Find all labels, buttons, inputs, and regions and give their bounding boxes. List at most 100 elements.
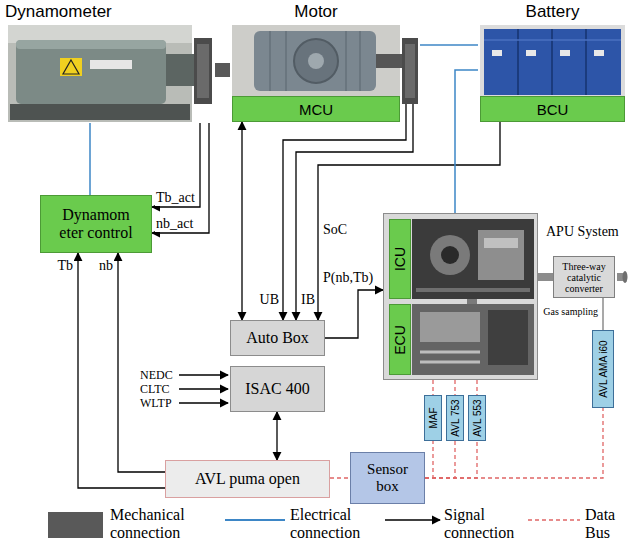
coupling-face bbox=[197, 44, 209, 98]
control-box: Dynamom eter control bbox=[40, 195, 152, 253]
legend-swatch bbox=[48, 512, 103, 538]
apu-ground bbox=[384, 214, 537, 379]
machine-base bbox=[10, 104, 190, 120]
node-label: MAF bbox=[428, 407, 439, 428]
exhaust-pipe bbox=[538, 273, 553, 281]
controller-band: ICU bbox=[389, 219, 411, 299]
photo-ground bbox=[8, 25, 192, 122]
software-box: AVL puma open bbox=[165, 460, 330, 498]
node-label: ECU bbox=[392, 325, 408, 355]
signal-arrow bbox=[241, 122, 242, 320]
apu-fill bbox=[384, 214, 537, 379]
legend-text: Mechanical connection bbox=[110, 506, 198, 542]
signal-arrow bbox=[325, 290, 383, 338]
analyzer-box: AVL AMA i60 bbox=[592, 330, 614, 408]
engine-shaft bbox=[467, 299, 477, 304]
motor-body bbox=[254, 31, 376, 91]
battery-cabinet bbox=[484, 29, 621, 95]
cabinet-rail bbox=[484, 39, 621, 41]
dynamometer-photo bbox=[8, 25, 194, 122]
engine-block bbox=[488, 310, 528, 365]
signal-arrow bbox=[152, 123, 200, 207]
cabinet-tag bbox=[594, 50, 604, 56]
process-box: ISAC 400 bbox=[230, 366, 325, 412]
engine-hub bbox=[441, 246, 459, 264]
engine-block bbox=[478, 230, 524, 280]
node-label: MCU bbox=[299, 101, 333, 118]
controller-band: BCU bbox=[480, 96, 625, 122]
signal-name: Gas sampling bbox=[542, 306, 599, 317]
photo-ground bbox=[480, 25, 625, 96]
system-box: APU SystemICUECU bbox=[383, 213, 538, 380]
cabinet-doors bbox=[518, 29, 586, 95]
legend-line bbox=[528, 519, 580, 520]
signal-name: P(nb,Tb) bbox=[322, 270, 374, 286]
signal-name: nb_act bbox=[155, 216, 194, 232]
engine-manifold bbox=[420, 312, 480, 342]
coupling-block bbox=[402, 38, 418, 104]
node-label: AVL 553 bbox=[472, 399, 483, 436]
photo-box: BatteryBCU bbox=[478, 2, 625, 123]
motor-ribs bbox=[270, 31, 360, 91]
engine-cover bbox=[484, 238, 518, 248]
motor-end-plate bbox=[294, 39, 338, 83]
node-label: Auto Box bbox=[246, 329, 309, 347]
mechanical-shaft bbox=[215, 63, 230, 77]
sampling-line bbox=[602, 298, 604, 330]
electrical-wire bbox=[89, 123, 91, 195]
photo-box: MotorMCU bbox=[230, 2, 420, 123]
node-label: AVL AMA i60 bbox=[598, 340, 609, 397]
input-arrow bbox=[179, 388, 228, 389]
drive-cycle-name: CLTC bbox=[140, 382, 170, 397]
node-label: BCU bbox=[537, 101, 569, 118]
node-heading: Battery bbox=[480, 2, 625, 22]
signal-arrow bbox=[152, 123, 209, 233]
data-bus-line bbox=[476, 380, 477, 395]
motor-photo bbox=[232, 25, 402, 96]
sensor-hub-box: Sensor box bbox=[350, 452, 425, 504]
sensor-box: AVL 753 bbox=[446, 395, 464, 441]
data-bus-line bbox=[432, 380, 433, 395]
data-bus-line bbox=[425, 441, 455, 478]
cabinet-tag bbox=[492, 50, 502, 56]
signal-name: UB bbox=[259, 292, 280, 308]
node-label: Sensor box bbox=[362, 461, 414, 495]
node-heading: APU System bbox=[546, 224, 619, 240]
engine-frame bbox=[416, 288, 530, 292]
legend-line bbox=[225, 519, 285, 521]
sticker bbox=[90, 60, 132, 69]
engine-photo bbox=[412, 219, 534, 299]
battery-photo bbox=[480, 25, 625, 96]
drive-cycle-name: NEDC bbox=[140, 368, 173, 383]
engine-pulley bbox=[430, 235, 470, 275]
machine-top bbox=[16, 40, 166, 49]
motor-hub bbox=[308, 53, 324, 69]
electrical-wire bbox=[420, 44, 478, 46]
machine-body bbox=[16, 40, 166, 104]
engine-photo bbox=[412, 304, 534, 375]
motor-shaft bbox=[376, 54, 402, 68]
warning-symbol bbox=[63, 60, 79, 74]
controller-band: MCU bbox=[232, 96, 400, 122]
drive-cycle-name: WLTP bbox=[140, 396, 172, 411]
signal-arrow bbox=[118, 253, 165, 472]
signal-name: nb bbox=[98, 258, 114, 274]
engine-ground bbox=[412, 219, 534, 299]
input-arrow bbox=[179, 402, 228, 403]
input-arrow bbox=[179, 374, 228, 375]
legend-text: Electrical connection bbox=[290, 506, 374, 542]
node-label: AVL puma open bbox=[195, 470, 300, 488]
coupling-face bbox=[405, 44, 415, 98]
signal-name: Tb bbox=[56, 258, 74, 274]
shaft-coupling bbox=[194, 38, 212, 104]
data-bus-line bbox=[425, 441, 433, 478]
engine-pipes bbox=[420, 352, 480, 362]
shaft-housing bbox=[166, 54, 194, 86]
legend-text: Signal connection bbox=[444, 506, 524, 542]
data-bus-line bbox=[454, 380, 455, 395]
signal-arrow bbox=[296, 123, 413, 320]
warning-sticker bbox=[60, 58, 82, 76]
cycle-inputs bbox=[179, 375, 228, 403]
process-box: Auto Box bbox=[230, 320, 325, 356]
